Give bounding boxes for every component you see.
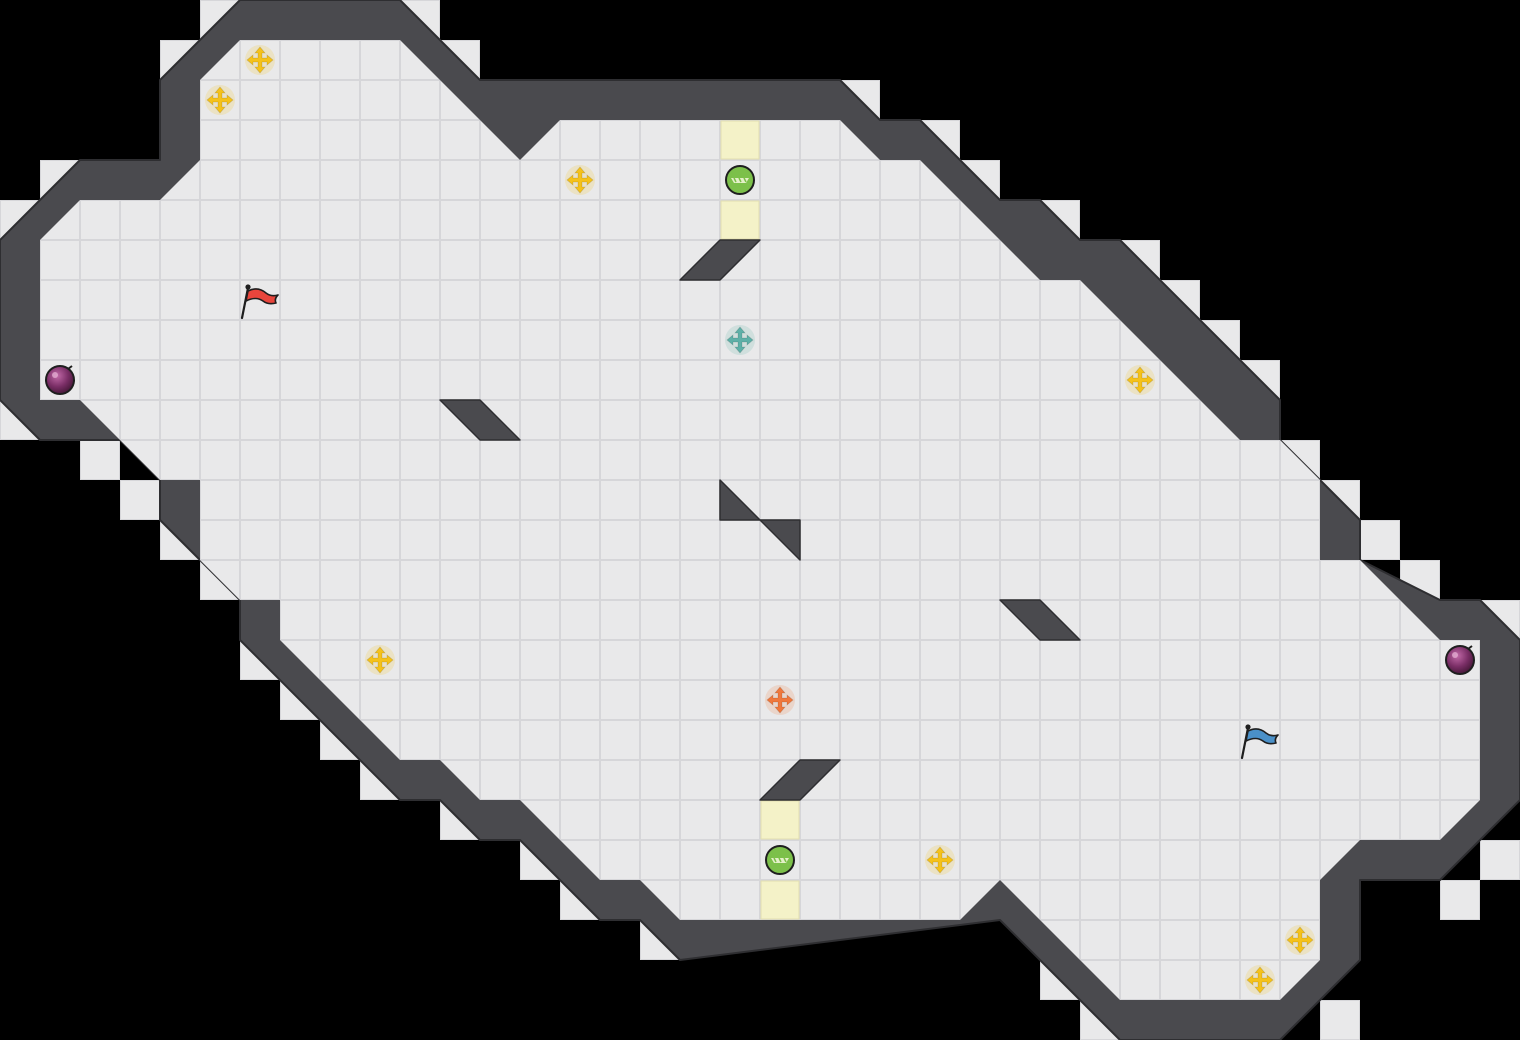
blue-boost-icon (725, 325, 755, 355)
outer-floor-tile (1440, 880, 1480, 920)
interior-wall-layer (439, 239, 1081, 801)
blue-flag-icon (1240, 724, 1279, 760)
outer-floor-tile (80, 440, 120, 480)
gate-tile-layer (720, 120, 800, 920)
outer-floor-tile (1360, 520, 1400, 560)
interior-wall (999, 599, 1081, 641)
bomb-icon (45, 365, 75, 395)
interior-wall (759, 759, 841, 801)
interior-wall (439, 399, 521, 441)
boost-icon (925, 845, 955, 875)
gate-button-icon (725, 165, 755, 195)
interior-wall (759, 519, 801, 561)
boost-icon (205, 85, 235, 115)
boost-icon (365, 645, 395, 675)
boost-icon (245, 45, 275, 75)
gate-tile (760, 800, 800, 840)
boost-icon (565, 165, 595, 195)
boost-icon (1245, 965, 1275, 995)
gate-tile (720, 200, 760, 240)
bomb-icon (1445, 645, 1475, 675)
object-layer (45, 45, 1475, 995)
red-boost-icon (765, 685, 795, 715)
outer-floor-tile (1320, 1000, 1360, 1040)
gate-tile (720, 120, 760, 160)
outer-floor-tile (1480, 840, 1520, 880)
gate-tile (760, 880, 800, 920)
boost-icon (1285, 925, 1315, 955)
red-flag-icon (240, 284, 279, 320)
gate-button-icon (765, 845, 795, 875)
interior-wall (679, 239, 761, 281)
interior-wall (719, 479, 761, 521)
boost-icon (1125, 365, 1155, 395)
outer-floor-tile (120, 480, 160, 520)
